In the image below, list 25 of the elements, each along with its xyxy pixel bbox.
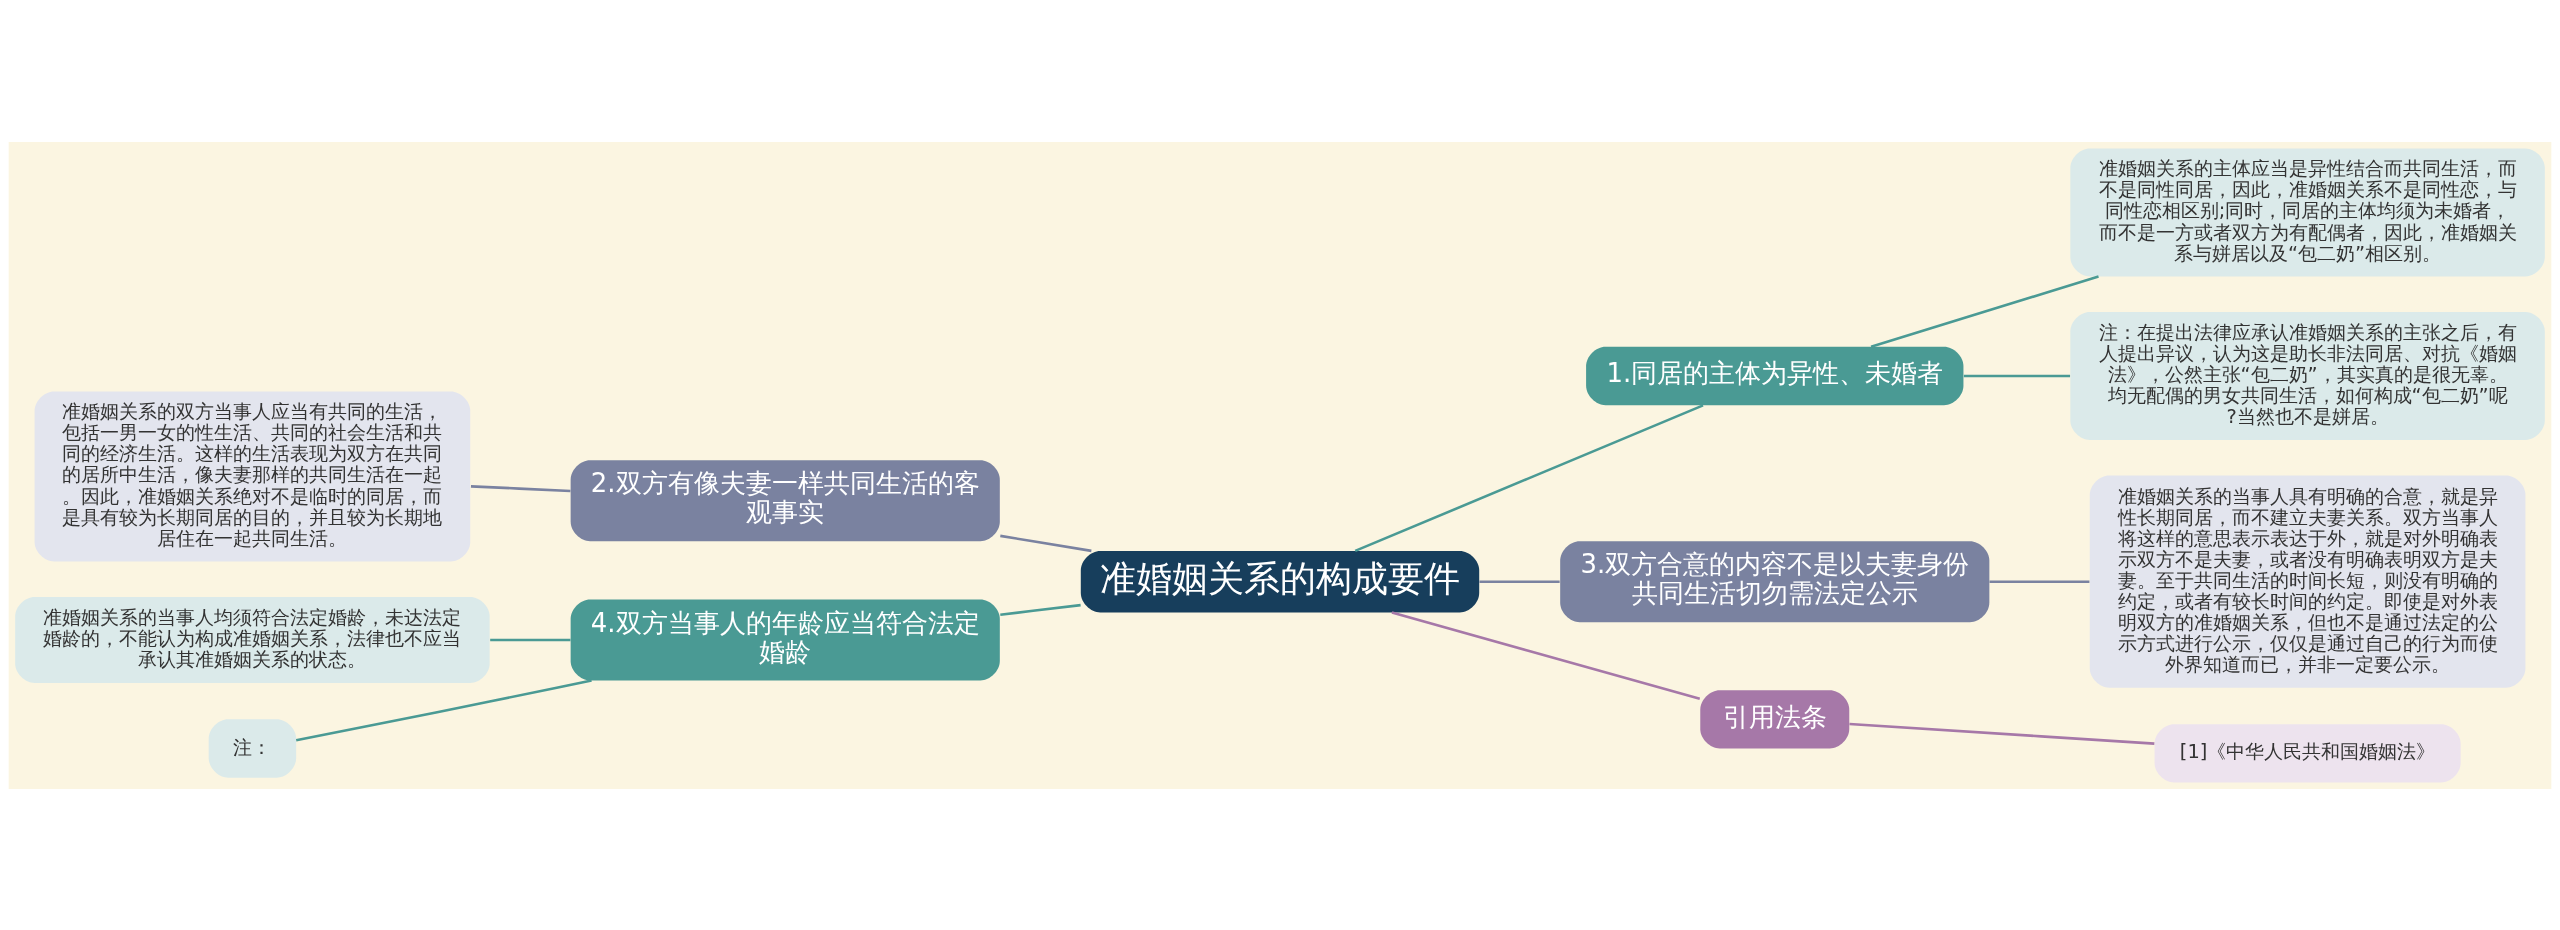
node-box: 注：在提出法律应承认准婚姻关系的主张之后，有人提出异议，认为这是助长非法同居、对抗《婚姻法》，公然主张“包二奶”，其实真的是很无辜。均无配偶的男女共同生活，如何构成“包二奶”呢?当然也不是姘居。	[2070, 311, 2545, 440]
node-box: 准婚姻关系的当事人具有明确的合意，就是异性长期同居，而不建立夫妻关系。双方当事人将这样的意思表示表达于外，就是对外明确表示双方不是夫妻，或者没有明确表明双方是夫妻。至于共同生活的时间长短，则没有明确的约定，或者有较长时间的约定。即使是对外表明双方的准婚姻关系，但也不是通过法定的公示方式进行公示，仅仅是通过自己的行为而使外界知道而已，并非一定要公示。	[2089, 475, 2526, 688]
node-box: 准婚姻关系的当事人均须符合法定婚龄，未达法定婚龄的，不能认为构成准婚姻关系，法律也不应当承认其准婚姻关系的状态。	[15, 596, 490, 683]
node-box: [1]《中华人民共和国婚姻法》	[2154, 723, 2461, 782]
connector	[1989, 579, 2090, 583]
connector	[1354, 403, 1704, 552]
connector	[470, 484, 571, 492]
connector	[1000, 534, 1092, 552]
node-box: 注：	[208, 718, 297, 778]
node-box: 引用法条	[1700, 689, 1850, 748]
connector	[1963, 374, 2071, 377]
connector	[1849, 722, 2155, 745]
connector	[295, 678, 592, 741]
connector	[490, 638, 571, 641]
connector	[1479, 579, 1560, 583]
node-box: 4.双方当事人的年龄应当符合法定婚龄	[570, 599, 1000, 680]
connector	[1870, 274, 2099, 348]
node-box: 准婚姻关系的主体应当是异性结合而共同生活，而不是同性同居，因此，准婚姻关系不是同性恋，与同性恋相区别;同时，同居的主体均须为未婚者，而不是一方或者双方为有配偶者，因此，准婚姻关系与姘居以及“包二奶”相区别。	[2070, 148, 2545, 276]
connector	[1000, 603, 1081, 616]
node-box: 2.双方有像夫妻一样共同生活的客观事实	[570, 459, 1000, 541]
node-box: 3.双方合意的内容不是以夫妻身份共同生活切勿需法定公示	[1560, 540, 1990, 622]
node-box: 准婚姻关系的双方当事人应当有共同的生活，包括一男一女的性生活、共同的社会生活和共同的经济生活。这样的生活表现为双方在共同的居所中生活，像夫妻那样的共同生活在一起。因此，准婚姻关系绝对不是临时的同居，而是具有较为长期同居的目的，并且较为长期地居住在一起共同生活。	[34, 390, 471, 561]
node-box: 1.同居的主体为异性、未婚者	[1586, 346, 1964, 405]
connector	[1391, 610, 1701, 700]
node-box: 准婚姻关系的构成要件	[1080, 550, 1480, 612]
